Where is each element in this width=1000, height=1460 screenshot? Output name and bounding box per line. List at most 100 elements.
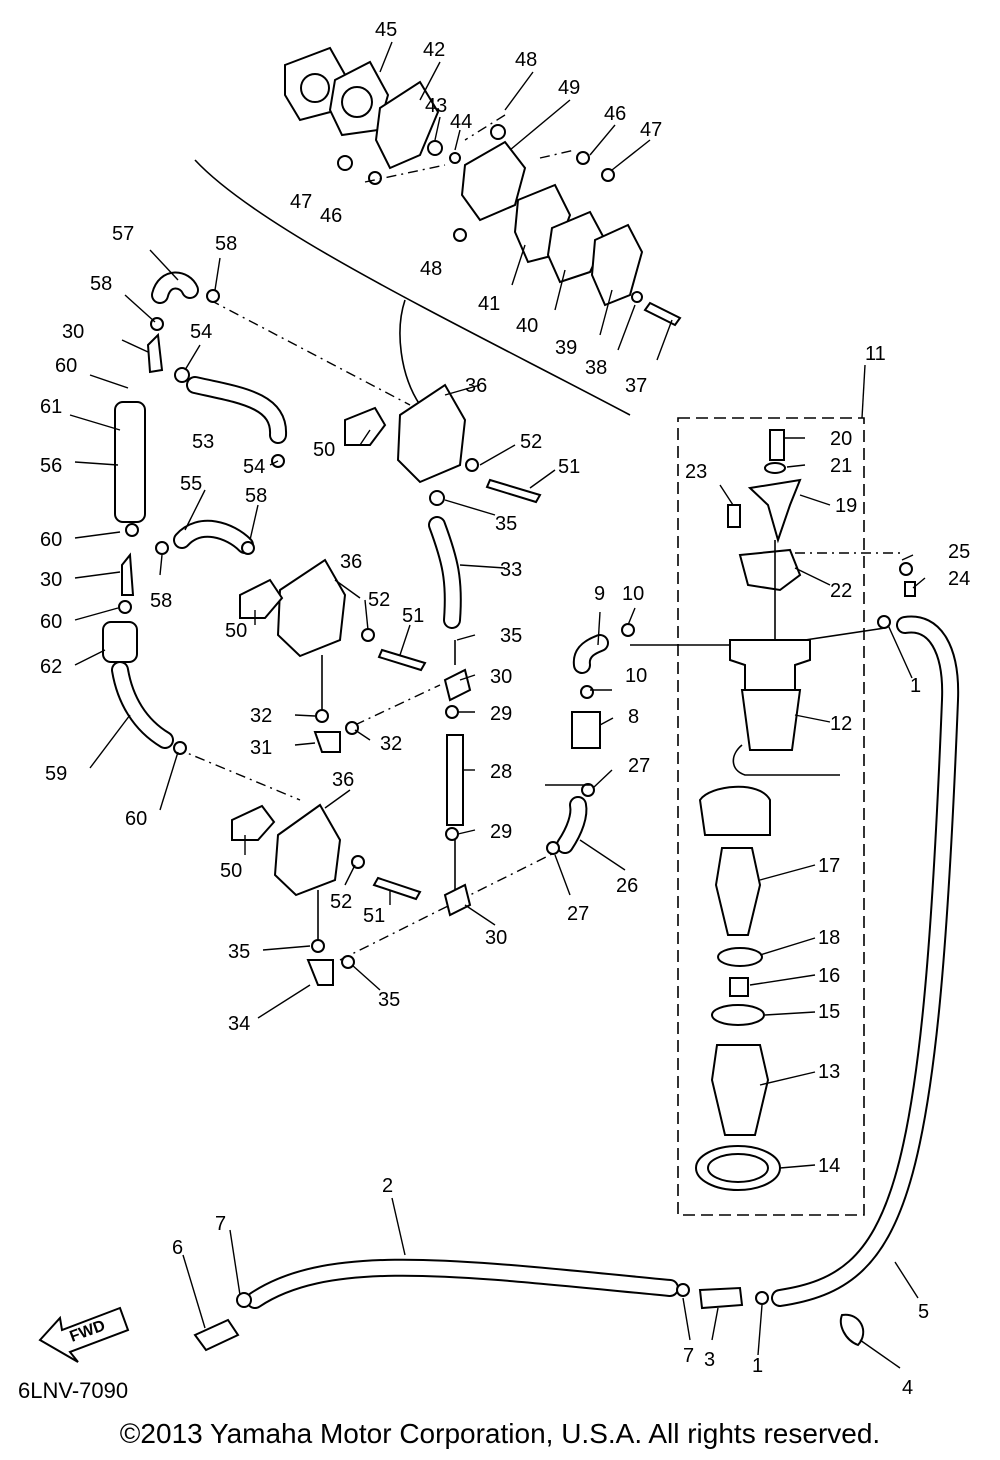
part-label: 31 [250,737,272,759]
part-label: 23 [685,461,707,483]
part-label: 32 [250,705,272,727]
part-label: 50 [313,439,335,461]
part-label: 50 [225,620,247,642]
part-label: 58 [215,233,237,255]
small-fittings [118,289,916,1352]
part-label: 52 [520,431,542,453]
part-label: 44 [450,111,472,133]
part-label: 29 [490,703,512,725]
part-label: 29 [490,821,512,843]
part-label: 40 [516,315,538,337]
part-label: 15 [818,1001,840,1023]
part-label: 58 [245,485,267,507]
part-label: 59 [45,763,67,785]
part-label: 14 [818,1155,840,1177]
part-label: 57 [112,223,134,245]
part-label: 30 [485,927,507,949]
fuel-pump-upper [344,383,542,506]
part-label: 43 [425,95,447,117]
part-label: 61 [40,396,62,418]
part-label: 34 [228,1013,250,1035]
part-label: 38 [585,357,607,379]
part-label: 30 [490,666,512,688]
part-label: 35 [378,989,400,1011]
part-label: 35 [500,625,522,647]
part-label: 54 [190,321,212,343]
part-label: 51 [363,905,385,927]
part-label: 58 [90,273,112,295]
part-label: 60 [40,529,62,551]
leader-lines [69,41,926,1369]
part-label: 10 [622,583,644,605]
part-label: 62 [40,656,62,678]
part-label: 54 [243,456,265,478]
part-label: 32 [380,733,402,755]
part-label: 16 [818,965,840,987]
part-label: 2 [382,1175,393,1197]
part-label: 30 [40,569,62,591]
part-label: 48 [420,258,442,280]
part-label: 10 [625,665,647,687]
part-label: 48 [515,49,537,71]
part-label: 7 [683,1345,694,1367]
fuel-filter-parts [695,429,811,1191]
part-label: 1 [910,675,921,697]
part-label: 52 [368,589,390,611]
part-label: 49 [558,77,580,99]
part-label: 8 [628,706,639,728]
part-label: 47 [290,191,312,213]
part-label: 27 [628,755,650,777]
fuel-pump-middle [239,558,427,672]
part-label: 19 [835,495,857,517]
pump-detail-parts [284,46,682,327]
part-label: 51 [402,605,424,627]
copyright-notice: ©2013 Yamaha Motor Corporation, U.S.A. A… [119,1418,881,1449]
part-label: 3 [704,1349,715,1371]
part-label: 53 [192,431,214,453]
part-label: 60 [125,808,147,830]
part-label: 33 [500,559,522,581]
part-label: 50 [220,860,242,882]
part-label: 35 [495,513,517,535]
part-label: 30 [62,321,84,343]
part-label: 11 [865,343,886,365]
part-label: 46 [604,103,626,125]
part-label: 7 [215,1213,226,1235]
part-label: 27 [567,903,589,925]
part-label: 28 [490,761,512,783]
part-label: 36 [332,769,354,791]
part-label: 25 [948,541,970,563]
fuel-pump-lower [231,803,422,901]
part-label: 36 [465,375,487,397]
diagram-code: 6LNV-7090 [18,1378,129,1403]
forward-arrow: FWD [38,1306,130,1363]
part-label: 39 [555,337,577,359]
part-label: 24 [948,568,970,590]
part-label: 21 [830,455,852,477]
part-label: 60 [55,355,77,377]
part-label: 1 [752,1355,763,1377]
part-labels: 45 42 48 49 43 44 46 47 47 46 48 41 40 3… [40,19,970,1399]
part-label: 9 [594,583,605,605]
part-label: 22 [830,580,852,602]
part-label: 42 [423,39,445,61]
fuel-filter-assembly-box [677,417,865,1216]
part-label: 6 [172,1237,183,1259]
part-label: 26 [616,875,638,897]
part-label: 4 [902,1377,913,1399]
part-label: 60 [40,611,62,633]
part-label: 51 [558,456,580,478]
part-label: 17 [818,855,840,877]
part-label: 35 [228,941,250,963]
part-label: 36 [340,551,362,573]
part-label: 13 [818,1061,840,1083]
part-label: 18 [818,927,840,949]
part-label: 20 [830,428,852,450]
part-label: 12 [830,713,852,735]
part-label: 58 [150,590,172,612]
part-label: 46 [320,205,342,227]
part-label: 55 [180,473,202,495]
part-label: 5 [918,1301,929,1323]
part-label: 56 [40,455,62,477]
